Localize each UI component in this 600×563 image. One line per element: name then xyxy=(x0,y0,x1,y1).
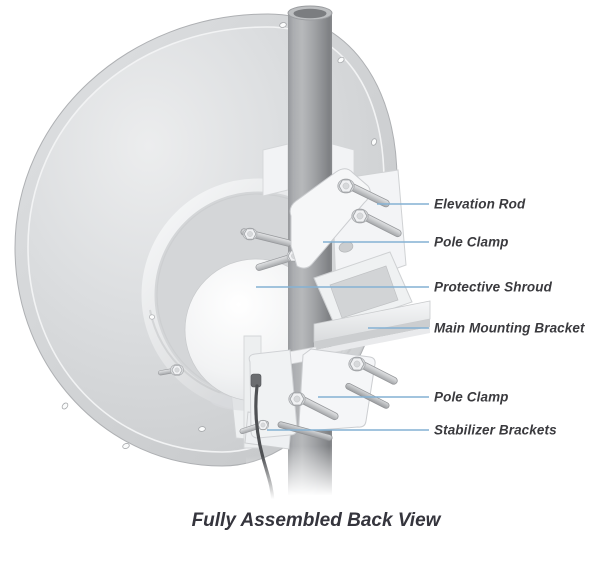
pole-fade xyxy=(246,446,335,510)
upper-left-bolts xyxy=(240,227,302,271)
callout-label-elevation-rod: Elevation Rod xyxy=(434,196,526,212)
upper-pole-clamp xyxy=(289,168,402,269)
leader-lines xyxy=(256,203,429,431)
rim-holes xyxy=(61,22,377,449)
main-mounting-bracket xyxy=(313,251,431,356)
callout-label-pole-clamp-lower: Pole Clamp xyxy=(434,389,509,405)
lower-pole-clamp xyxy=(239,346,398,450)
callout-label-pole-clamp-upper: Pole Clamp xyxy=(434,234,509,250)
callout-label-stabilizer-brackets: Stabilizer Brackets xyxy=(434,422,557,438)
callout-label-protective-shroud: Protective Shroud xyxy=(434,279,552,295)
callout-label-main-mounting-bracket: Main Mounting Bracket xyxy=(434,320,585,336)
figure-caption: Fully Assembled Back View xyxy=(191,510,441,531)
